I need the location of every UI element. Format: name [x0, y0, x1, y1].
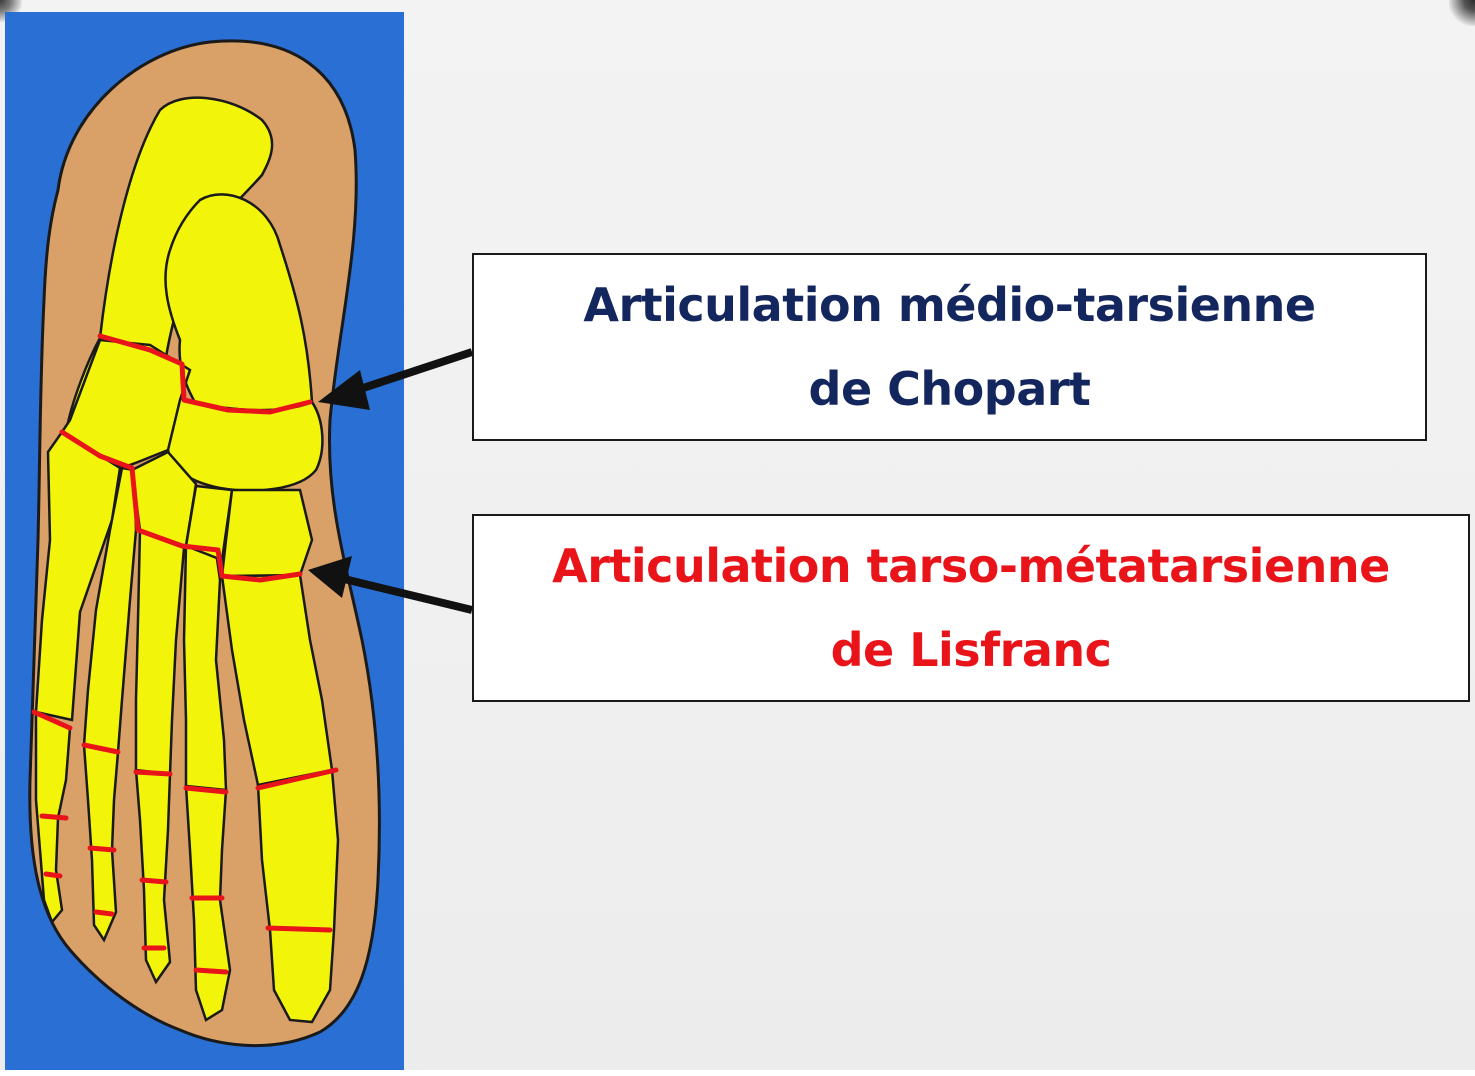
bottom-edge	[0, 1070, 1475, 1076]
lisfranc-label-line2: de Lisfranc	[552, 608, 1390, 692]
lisfranc-label-line1: Articulation tarso-métatarsienne	[552, 524, 1390, 608]
lisfranc-label-box: Articulation tarso-métatarsienne de Lisf…	[472, 514, 1470, 702]
lisfranc-arrow	[308, 556, 472, 610]
chopart-label-line1: Articulation médio-tarsienne	[583, 263, 1315, 347]
chopart-arrow	[318, 352, 472, 410]
chopart-label-box: Articulation médio-tarsienne de Chopart	[472, 253, 1427, 441]
lisfranc-label: Articulation tarso-métatarsienne de Lisf…	[552, 524, 1390, 692]
chopart-label: Articulation médio-tarsienne de Chopart	[583, 263, 1315, 431]
chopart-label-line2: de Chopart	[583, 347, 1315, 431]
